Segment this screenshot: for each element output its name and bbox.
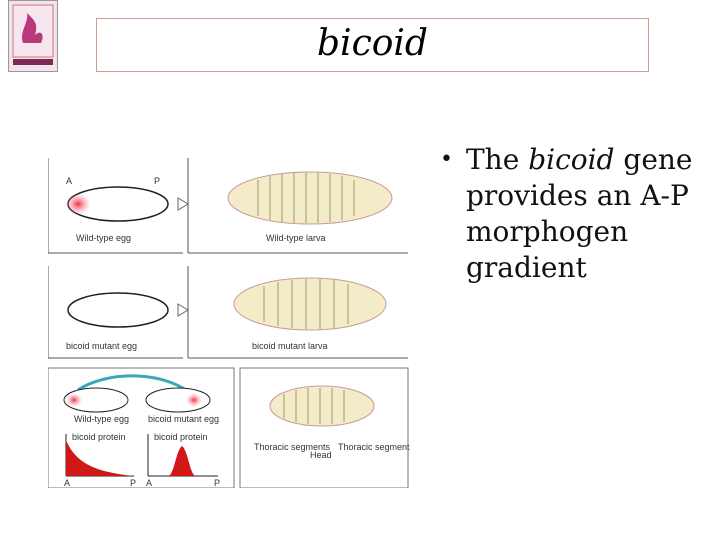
plot2-a: A xyxy=(146,478,152,488)
title-box: bicoid xyxy=(96,18,649,72)
row3-wild-type-egg-label: Wild-type egg xyxy=(74,414,129,424)
wild-type-larva-label: Wild-type larva xyxy=(266,233,326,243)
bullet-text-italic: bicoid xyxy=(528,143,615,176)
bicoid-mutant-larva-label: bicoid mutant larva xyxy=(252,341,328,351)
larva-head-label: Head xyxy=(310,450,332,460)
row-wild-type: A P Wild-type egg Wild-type larva xyxy=(47,158,408,254)
bullet-text-end: gene provides an A-P morphogen gradient xyxy=(466,143,693,284)
row-bicoid-mutant: bicoid mutant egg bicoid mutant larva xyxy=(47,266,408,359)
wild-type-egg-label: Wild-type egg xyxy=(76,233,131,243)
plot2-label: bicoid protein xyxy=(154,432,208,442)
plot1-a: A xyxy=(64,478,70,488)
plot1-p: P xyxy=(130,478,136,488)
row3-mutant-egg-label: bicoid mutant egg xyxy=(148,414,219,424)
university-logo xyxy=(8,0,58,72)
plot1-label: bicoid protein xyxy=(72,432,126,442)
larva-left-label: Thoracic segments xyxy=(254,442,331,452)
bicoid-mutant-egg-label: bicoid mutant egg xyxy=(66,341,137,351)
label-p: P xyxy=(154,176,160,186)
label-a: A xyxy=(66,176,72,186)
larva-right-label: Thoracic segments xyxy=(338,442,410,452)
slide-title: bicoid xyxy=(317,23,428,64)
row-injection: Wild-type egg bicoid mutant egg bicoid p… xyxy=(47,367,415,489)
bullet-text-start: The xyxy=(466,143,520,176)
bicoid-figure: A P Wild-type egg Wild-type larva bicoid… xyxy=(47,158,415,489)
bullet-text: The bicoid gene provides an A-P morphoge… xyxy=(466,142,711,286)
plot2-p: P xyxy=(214,478,220,488)
bullet-dot-icon: • xyxy=(440,147,453,172)
